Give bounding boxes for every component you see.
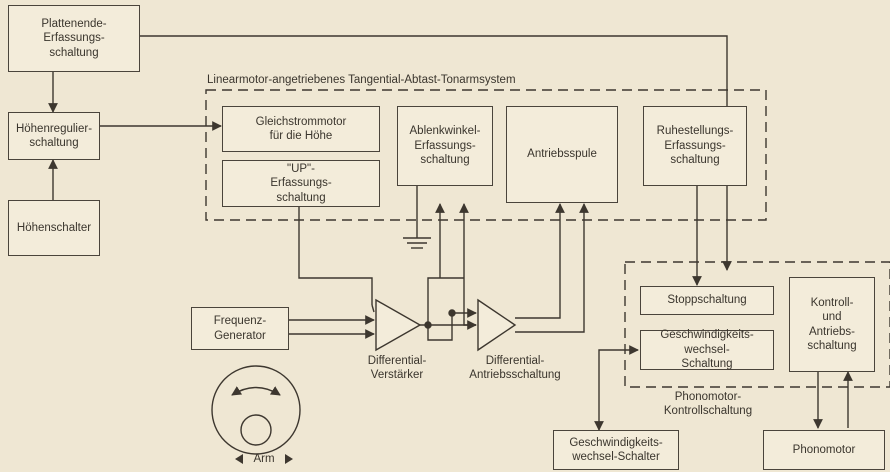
phonomotor-box: Phonomotor — [763, 430, 885, 470]
antriebsspule-box: Antriebsspule — [506, 106, 618, 203]
gleichstrommotor-box: Gleichstrommotor für die Höhe — [222, 106, 380, 152]
plattenende-box: Plattenende- Erfassungs- schaltung — [8, 5, 140, 72]
arm-disc-illustration — [211, 365, 301, 455]
arm-right-arrow — [285, 454, 293, 464]
hoehenregulier-box: Höhenregulier- schaltung — [8, 112, 100, 160]
ablenkwinkel-box: Ablenkwinkel- Erfassungs- schaltung — [397, 106, 493, 186]
arm-left-arrow — [235, 454, 243, 464]
ruhestellung-box: Ruhestellungs- Erfassungs- schaltung — [643, 106, 747, 186]
arm-label: Arm — [253, 453, 275, 465]
diff-verstaerker-label: Differential- Verstärker — [367, 355, 427, 382]
kontroll-antrieb-box: Kontroll- und Antriebs- schaltung — [789, 277, 875, 372]
geschw-schalter-box: Geschwindigkeits- wechsel-Schalter — [553, 430, 679, 470]
geschw-wechsel-schaltung-box: Geschwindigkeits- wechsel- Schaltung — [640, 329, 774, 370]
tonarm-system-group — [205, 89, 767, 221]
stoppschaltung-box: Stoppschaltung — [640, 286, 774, 315]
phonomotor-control-group — [624, 261, 890, 388]
diff-antrieb-label: Differential- Antriebsschaltung — [469, 355, 561, 382]
tonarm-system-title: Linearmotor-angetriebenes Tangential-Abt… — [207, 74, 516, 86]
hoehenschalter-box: Höhenschalter — [8, 200, 100, 256]
phonomotor-kontroll-label: Phonomotor- Kontrollschaltung — [663, 391, 753, 418]
up-erfassung-box: "UP"- Erfassungs- schaltung — [222, 160, 380, 207]
frequenz-generator-box: Frequenz- Generator — [191, 307, 289, 350]
